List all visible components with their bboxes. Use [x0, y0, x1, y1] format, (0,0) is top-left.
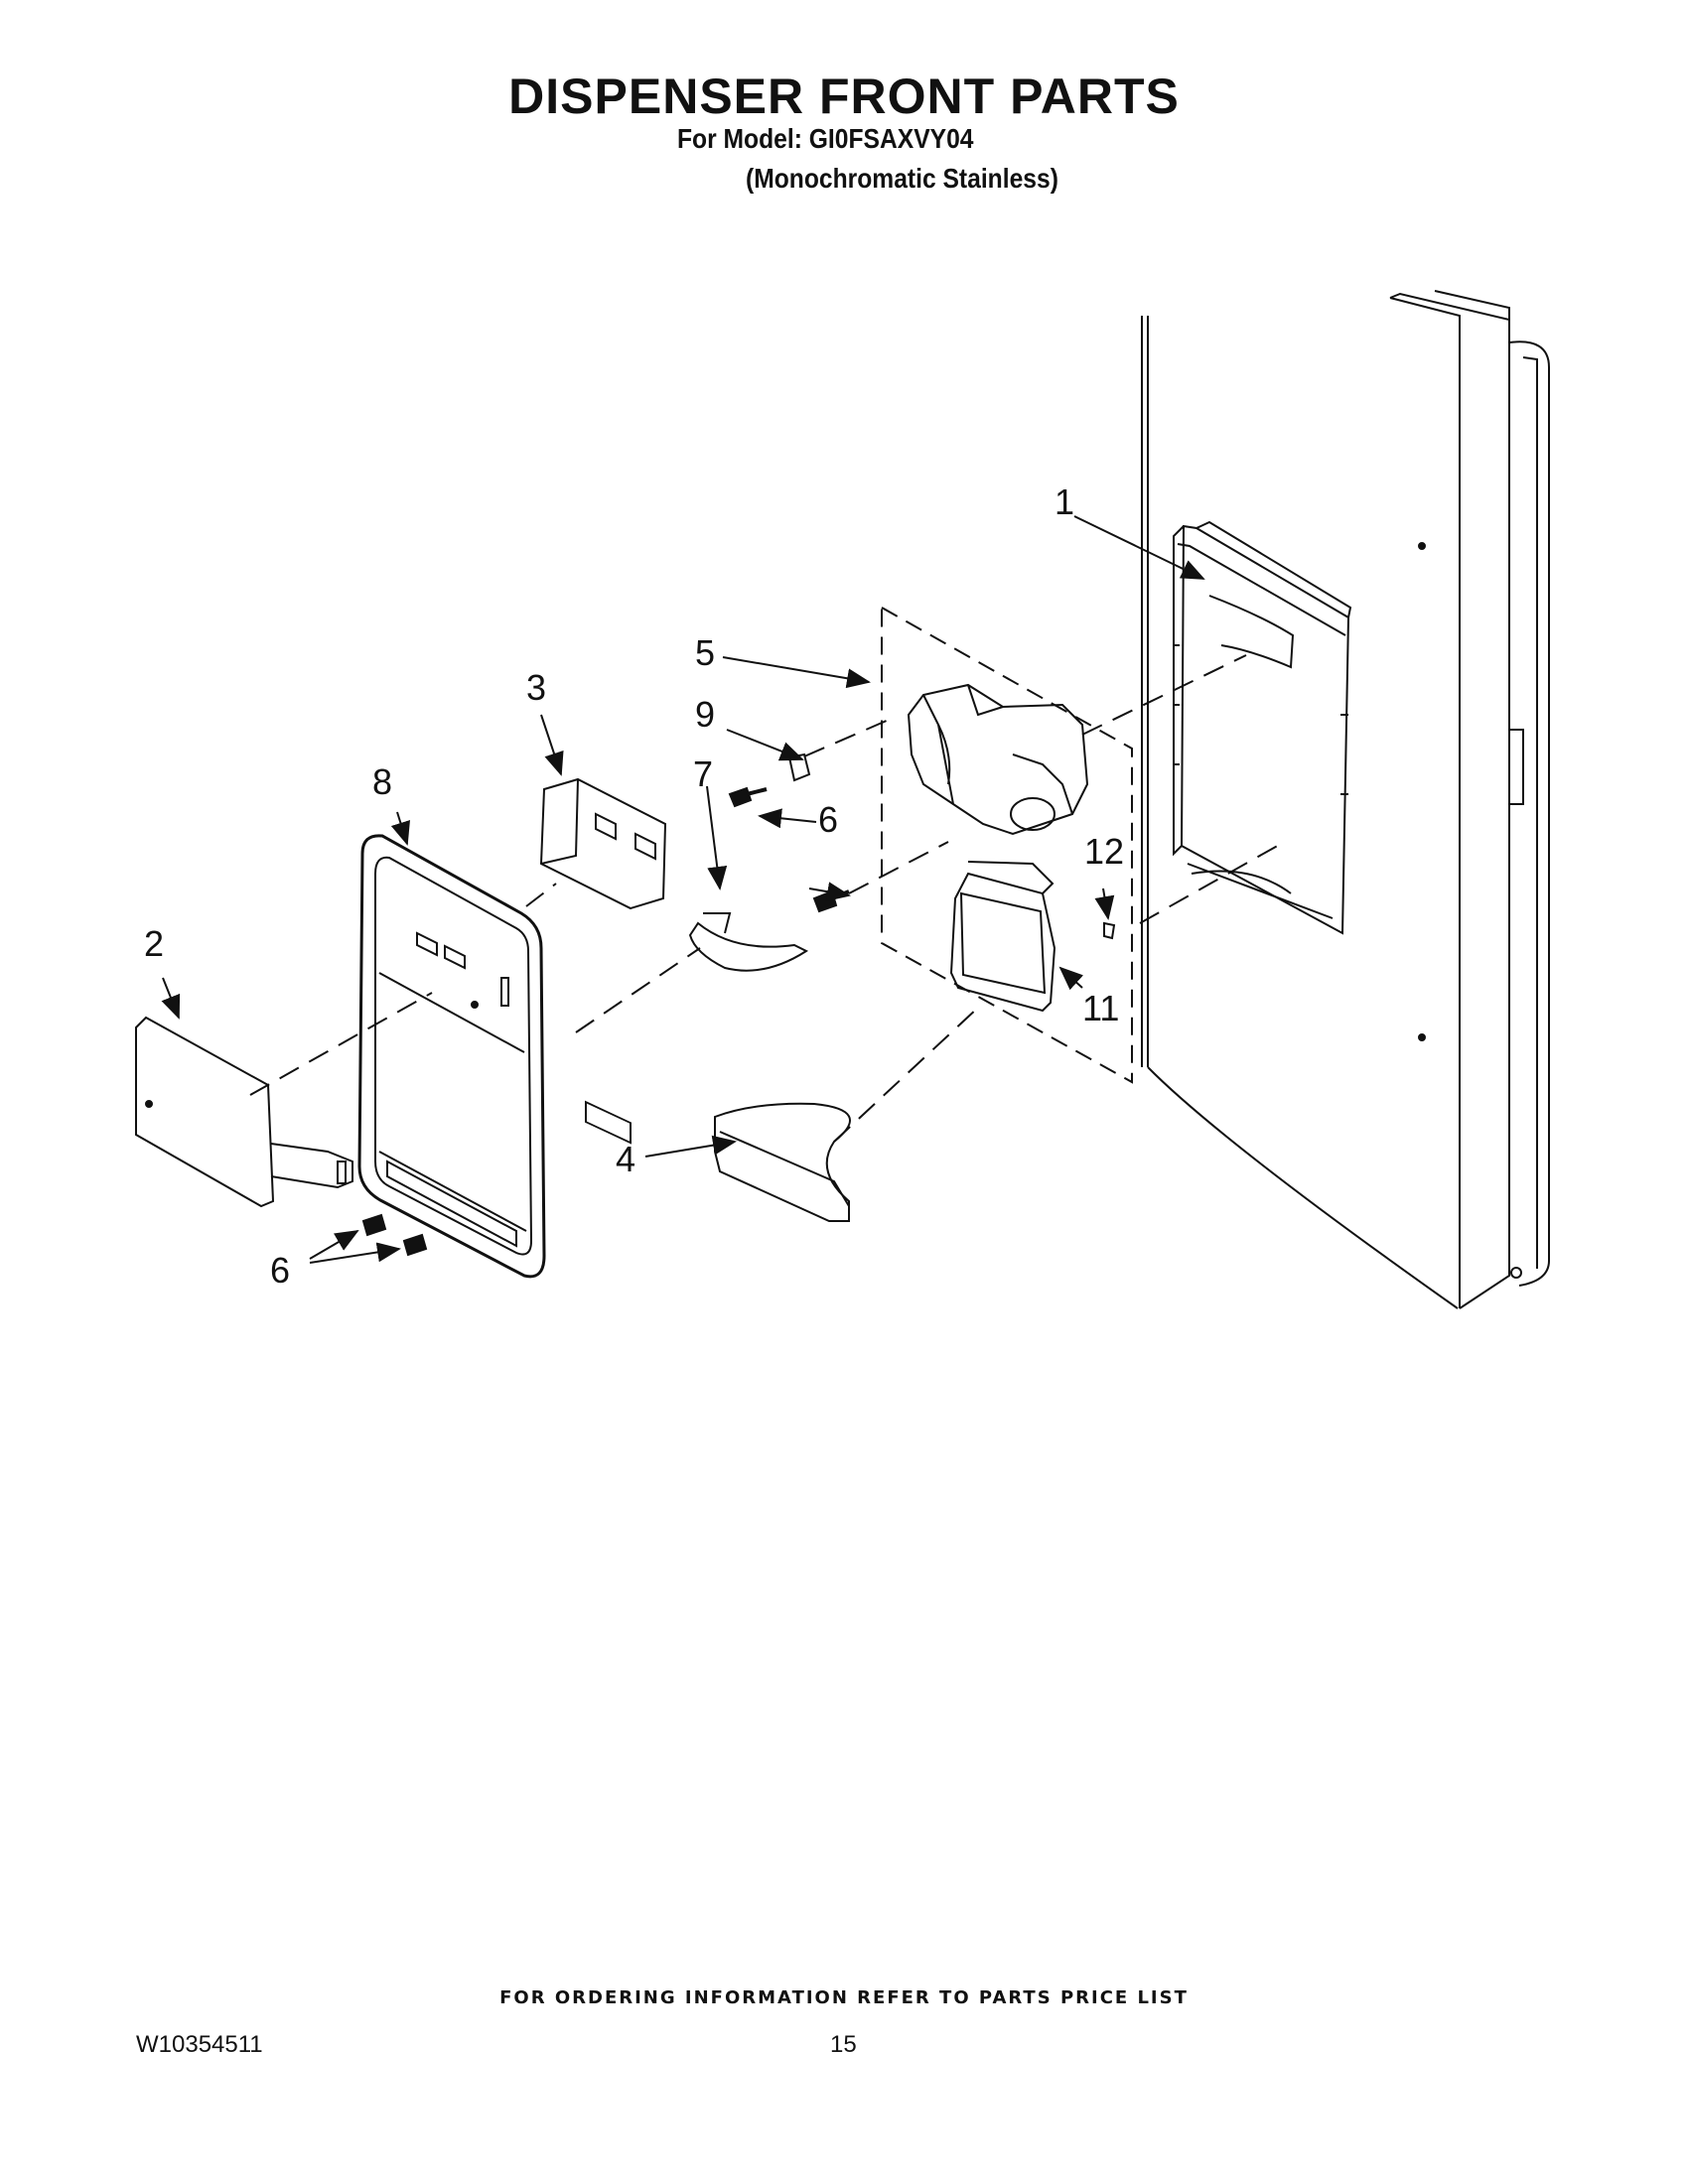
callout-11: 11 [1082, 988, 1119, 1028]
control-board-part-3 [539, 777, 667, 1145]
callout-4: 4 [616, 1139, 635, 1179]
refrigerator-door [1141, 290, 1550, 1309]
callout-6-upper: 6 [818, 799, 838, 840]
dispenser-motor-assembly-part-5 [907, 683, 1089, 836]
callout-3: 3 [526, 667, 546, 708]
dispenser-bezel-part-8 [357, 834, 546, 1279]
screw-part-6-lower-2 [402, 1233, 428, 1257]
page-number: 15 [830, 2031, 857, 2058]
drip-tray-part-4 [714, 1102, 851, 1222]
callout-7: 7 [693, 753, 713, 794]
leader-arrows [161, 515, 1205, 1264]
callout-2: 2 [144, 923, 164, 964]
document-number: W10354511 [136, 2031, 263, 2058]
assembly-lines [249, 654, 1282, 1143]
dispenser-housing-part-1 [1173, 520, 1352, 935]
clip-part-12 [1103, 921, 1116, 940]
screw-part-6-upper [728, 786, 768, 808]
screw-part-6-lower-1 [361, 1213, 387, 1237]
callout-5: 5 [695, 632, 715, 673]
callout-8: 8 [372, 761, 392, 802]
ordering-note: FOR ORDERING INFORMATION REFER TO PARTS … [499, 1987, 1189, 2008]
trim-part-7 [688, 912, 809, 972]
page-title: DISPENSER FRONT PARTS [508, 68, 1180, 124]
dispenser-paddle-part-11 [949, 861, 1056, 1013]
callout-1: 1 [1055, 481, 1074, 522]
callout-6-lower: 6 [270, 1250, 290, 1291]
assembly-5-dashed-boundary [881, 606, 1133, 1084]
model-subtitle: For Model: GI0FSAXVY04 [677, 123, 974, 154]
finish-subtitle: (Monochromatic Stainless) [746, 163, 1058, 194]
overlay-label-part-2 [135, 1016, 353, 1208]
callout-9: 9 [695, 694, 715, 735]
callout-12: 12 [1084, 831, 1124, 872]
